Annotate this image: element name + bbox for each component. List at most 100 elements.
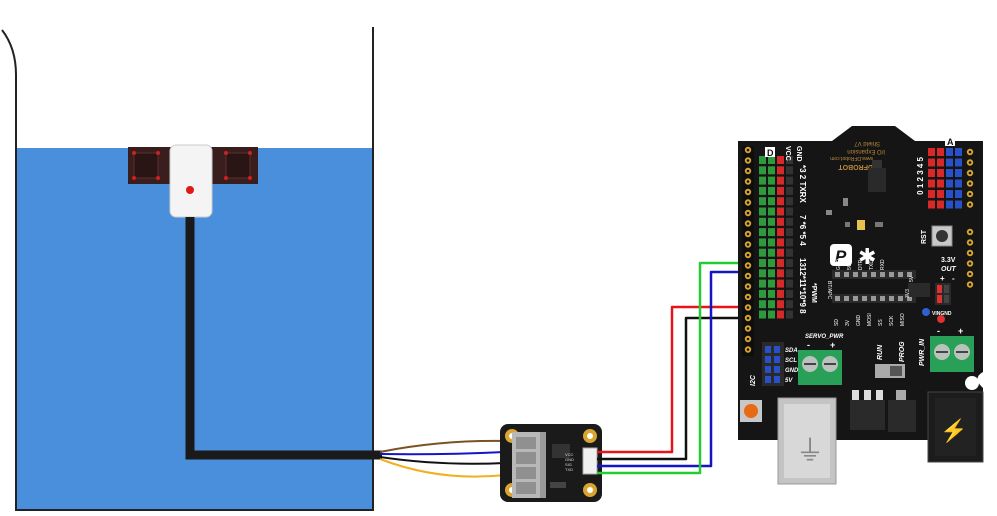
header-hole-center xyxy=(968,230,972,234)
left-header xyxy=(742,146,754,356)
digital-pin-sig xyxy=(768,186,775,195)
header-hole-center xyxy=(746,295,750,299)
center-pin xyxy=(844,272,849,277)
digital-pin-gnd xyxy=(759,310,766,319)
header-hole-center xyxy=(746,159,750,162)
digital-pin-vcc xyxy=(777,238,784,247)
i2c-pin xyxy=(774,356,780,363)
digital-pin-gnd2 xyxy=(786,238,793,247)
digital-pin-sig xyxy=(768,197,775,206)
label-pins-upper: 0 1 2 3 4 5 xyxy=(916,156,925,194)
center-pin xyxy=(907,296,912,301)
header-hole-center xyxy=(746,264,750,267)
liquid-level-sensor xyxy=(128,144,382,460)
digital-pin-vcc xyxy=(777,197,784,206)
blue-led xyxy=(922,308,930,316)
digital-pin-gnd xyxy=(759,238,766,247)
header-hole-center xyxy=(968,241,972,244)
digital-pin-gnd2 xyxy=(786,248,793,257)
analog-pin-vcc xyxy=(928,158,935,167)
header-hole-center xyxy=(746,274,750,278)
label-pwr-plus: + xyxy=(958,326,963,336)
sensor-leads xyxy=(379,439,506,478)
digital-pin-vcc xyxy=(777,248,784,257)
center-pin xyxy=(889,296,894,301)
digital-pin-gnd2 xyxy=(786,269,793,278)
adapter-pin-sig: SIG xyxy=(565,462,572,467)
wire-red xyxy=(597,305,780,454)
header-hole-center xyxy=(746,190,750,194)
brand-text: DFROBOT xyxy=(838,163,873,170)
analog-pin-sig xyxy=(937,179,944,188)
io-expansion-shield: D VCC GND *3 2 TXRX 7 *6 *5 4 1312*11*10… xyxy=(738,126,984,485)
model-text: I/O Expansion xyxy=(847,148,885,154)
analog-pin-aux xyxy=(955,190,962,198)
digital-pin-gnd xyxy=(759,248,766,257)
header-hole-center xyxy=(746,327,750,330)
digital-pin-gnd xyxy=(759,166,766,175)
digital-pin-gnd2 xyxy=(786,300,793,309)
digital-pin-gnd xyxy=(759,269,766,278)
i2c-pin-label: GND xyxy=(785,368,799,374)
i2c-pin xyxy=(765,366,771,373)
label-prog: PROG xyxy=(899,341,906,362)
digital-pin-gnd xyxy=(759,176,766,185)
label-5v-icsp: 5V xyxy=(909,275,915,282)
digital-pin-gnd2 xyxy=(786,310,793,319)
analog-pin-vcc xyxy=(928,200,935,209)
header-bottom-label: SS xyxy=(878,319,884,326)
analog-pin-gnd xyxy=(946,200,953,209)
center-pin xyxy=(835,296,840,301)
label-bt-apc: BT/APC xyxy=(826,281,832,299)
center-pin xyxy=(871,296,876,301)
digital-pin-sig xyxy=(768,269,775,278)
analog-pin-sig xyxy=(937,158,944,167)
center-pin xyxy=(871,272,876,277)
center-pin xyxy=(898,272,903,277)
header-top-label: DTR xyxy=(858,259,864,270)
center-pin xyxy=(853,272,858,277)
analog-pin-gnd xyxy=(946,179,953,188)
digital-pin-sig xyxy=(768,176,775,185)
i2c-pin-label: 5V xyxy=(785,378,793,384)
digital-pin-sig xyxy=(768,228,775,237)
analog-pin-aux xyxy=(955,179,962,188)
header-hole-center xyxy=(746,201,750,204)
digital-pin-gnd xyxy=(759,228,766,237)
i2c-pin-label: SCL xyxy=(785,358,797,364)
header-bottom-label: GND xyxy=(856,315,862,327)
digital-pin-gnd2 xyxy=(786,166,793,175)
header-hole-center xyxy=(968,283,972,286)
analog-pin-gnd xyxy=(946,158,953,167)
label-pwm: *PWM xyxy=(810,283,817,303)
adapter-board: VCC GND SIG TXD xyxy=(500,424,602,502)
header-hole-center xyxy=(968,161,972,164)
digital-pin-sig xyxy=(768,238,775,247)
analog-pin-vcc xyxy=(928,169,935,177)
dc-jack-icon: ⚡ xyxy=(940,418,967,444)
center-pin xyxy=(907,272,912,277)
i2c-pin xyxy=(774,376,780,383)
header-bottom-label: MISO xyxy=(900,313,906,326)
power-regulator xyxy=(850,400,885,430)
analog-pin-aux xyxy=(955,200,962,209)
label-pins-mid: 7 *6 *5 4 xyxy=(798,215,807,246)
label-out: OUT xyxy=(941,266,957,273)
digital-pin-gnd2 xyxy=(786,259,793,267)
digital-pin-sig xyxy=(768,279,775,288)
regulator-chip xyxy=(868,168,886,192)
digital-pin-gnd2 xyxy=(786,228,793,237)
digital-pin-sig xyxy=(768,156,775,164)
digital-pin-gnd xyxy=(759,207,766,216)
label-plus-out: + xyxy=(940,274,945,283)
sensor-body xyxy=(169,144,213,218)
label-minus-out: - xyxy=(952,274,955,283)
label-vcc-top: VCC xyxy=(784,146,791,161)
center-pin xyxy=(835,272,840,277)
i2c-pin-label: SDA xyxy=(785,348,798,354)
center-pin xyxy=(898,296,903,301)
header-bottom-label: SD xyxy=(834,319,840,326)
digital-pin-gnd2 xyxy=(786,217,793,226)
usb-icon: ⏚ xyxy=(796,435,824,466)
digital-pin-gnd2 xyxy=(786,176,793,185)
